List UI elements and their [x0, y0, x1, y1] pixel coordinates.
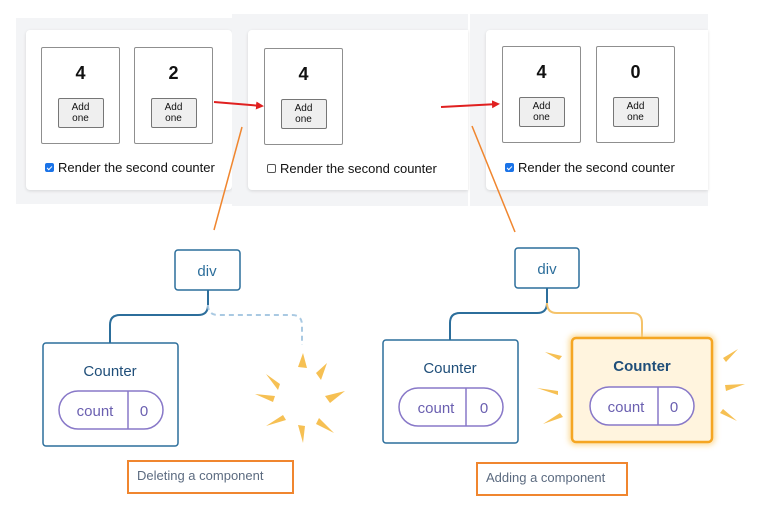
add-one-button[interactable]: Add one — [280, 99, 327, 129]
checkbox-label: Render the second counter — [280, 161, 437, 176]
poof-burst-icon — [255, 353, 345, 443]
add-one-button[interactable]: Add one — [150, 98, 197, 128]
add-one-button[interactable]: Add one — [518, 97, 565, 127]
counter-value: 2 — [168, 63, 179, 83]
caption-text: Adding a component — [486, 470, 606, 485]
transition-arrow-1 — [213, 101, 264, 110]
state-value: 0 — [140, 403, 148, 420]
checkbox-label: Render the second counter — [518, 160, 675, 175]
render-second-counter-row[interactable]: Render the second counter — [505, 160, 675, 175]
screenshot-panel-after: 4 Add one 0 Add one Render the second co… — [486, 30, 708, 190]
caption-deleting: Deleting a component — [127, 460, 294, 494]
add-one-button[interactable]: Add one — [612, 97, 659, 127]
counter-node-title: Counter — [423, 360, 476, 377]
counter-value: 4 — [298, 64, 309, 84]
callout-line-1 — [213, 126, 243, 231]
tree-edge-left — [109, 290, 209, 343]
render-second-counter-row[interactable]: Render the second counter — [45, 160, 215, 175]
count-pill — [58, 390, 164, 430]
counter-value: 4 — [536, 62, 547, 82]
count-pill — [398, 387, 504, 427]
counter-1: 4 Add one — [502, 46, 581, 143]
state-name: count — [418, 400, 456, 417]
div-node — [514, 247, 580, 289]
transition-arrow-2 — [440, 100, 500, 109]
sparkle-icon — [537, 349, 745, 424]
counter-1: 4 Add one — [264, 48, 343, 145]
tree-edge-existing — [449, 288, 548, 340]
caption-text: Deleting a component — [137, 468, 264, 483]
div-node — [174, 249, 241, 291]
render-second-counter-checkbox[interactable] — [267, 164, 276, 173]
caption-adding: Adding a component — [476, 462, 628, 496]
counter-node-title: Counter — [613, 358, 671, 375]
counter-value: 0 — [630, 62, 641, 82]
counter-2: 2 Add one — [134, 47, 213, 144]
count-pill — [589, 386, 695, 426]
state-name: count — [608, 399, 646, 416]
callout-line-2 — [471, 125, 516, 233]
render-second-counter-checkbox[interactable] — [505, 163, 514, 172]
screenshot-panel-middle: 4 Add one Render the second counter — [248, 30, 468, 190]
counter-2: 0 Add one — [596, 46, 675, 143]
screenshot-panel-before: 4 Add one 2 Add one Render the second co… — [26, 30, 232, 190]
div-node-label: div — [537, 261, 557, 278]
render-second-counter-checkbox[interactable] — [45, 163, 54, 172]
render-second-counter-row[interactable]: Render the second counter — [267, 161, 437, 176]
counter-value: 4 — [75, 63, 86, 83]
tree-edge-deleted — [207, 304, 303, 345]
counter-1: 4 Add one — [41, 47, 120, 144]
tree-edge-new — [546, 302, 643, 338]
state-value: 0 — [480, 400, 488, 417]
div-node-label: div — [197, 263, 217, 280]
counter-node-title: Counter — [83, 363, 136, 380]
state-value: 0 — [670, 399, 678, 416]
checkbox-label: Render the second counter — [58, 160, 215, 175]
add-one-button[interactable]: Add one — [57, 98, 104, 128]
state-name: count — [77, 403, 115, 420]
